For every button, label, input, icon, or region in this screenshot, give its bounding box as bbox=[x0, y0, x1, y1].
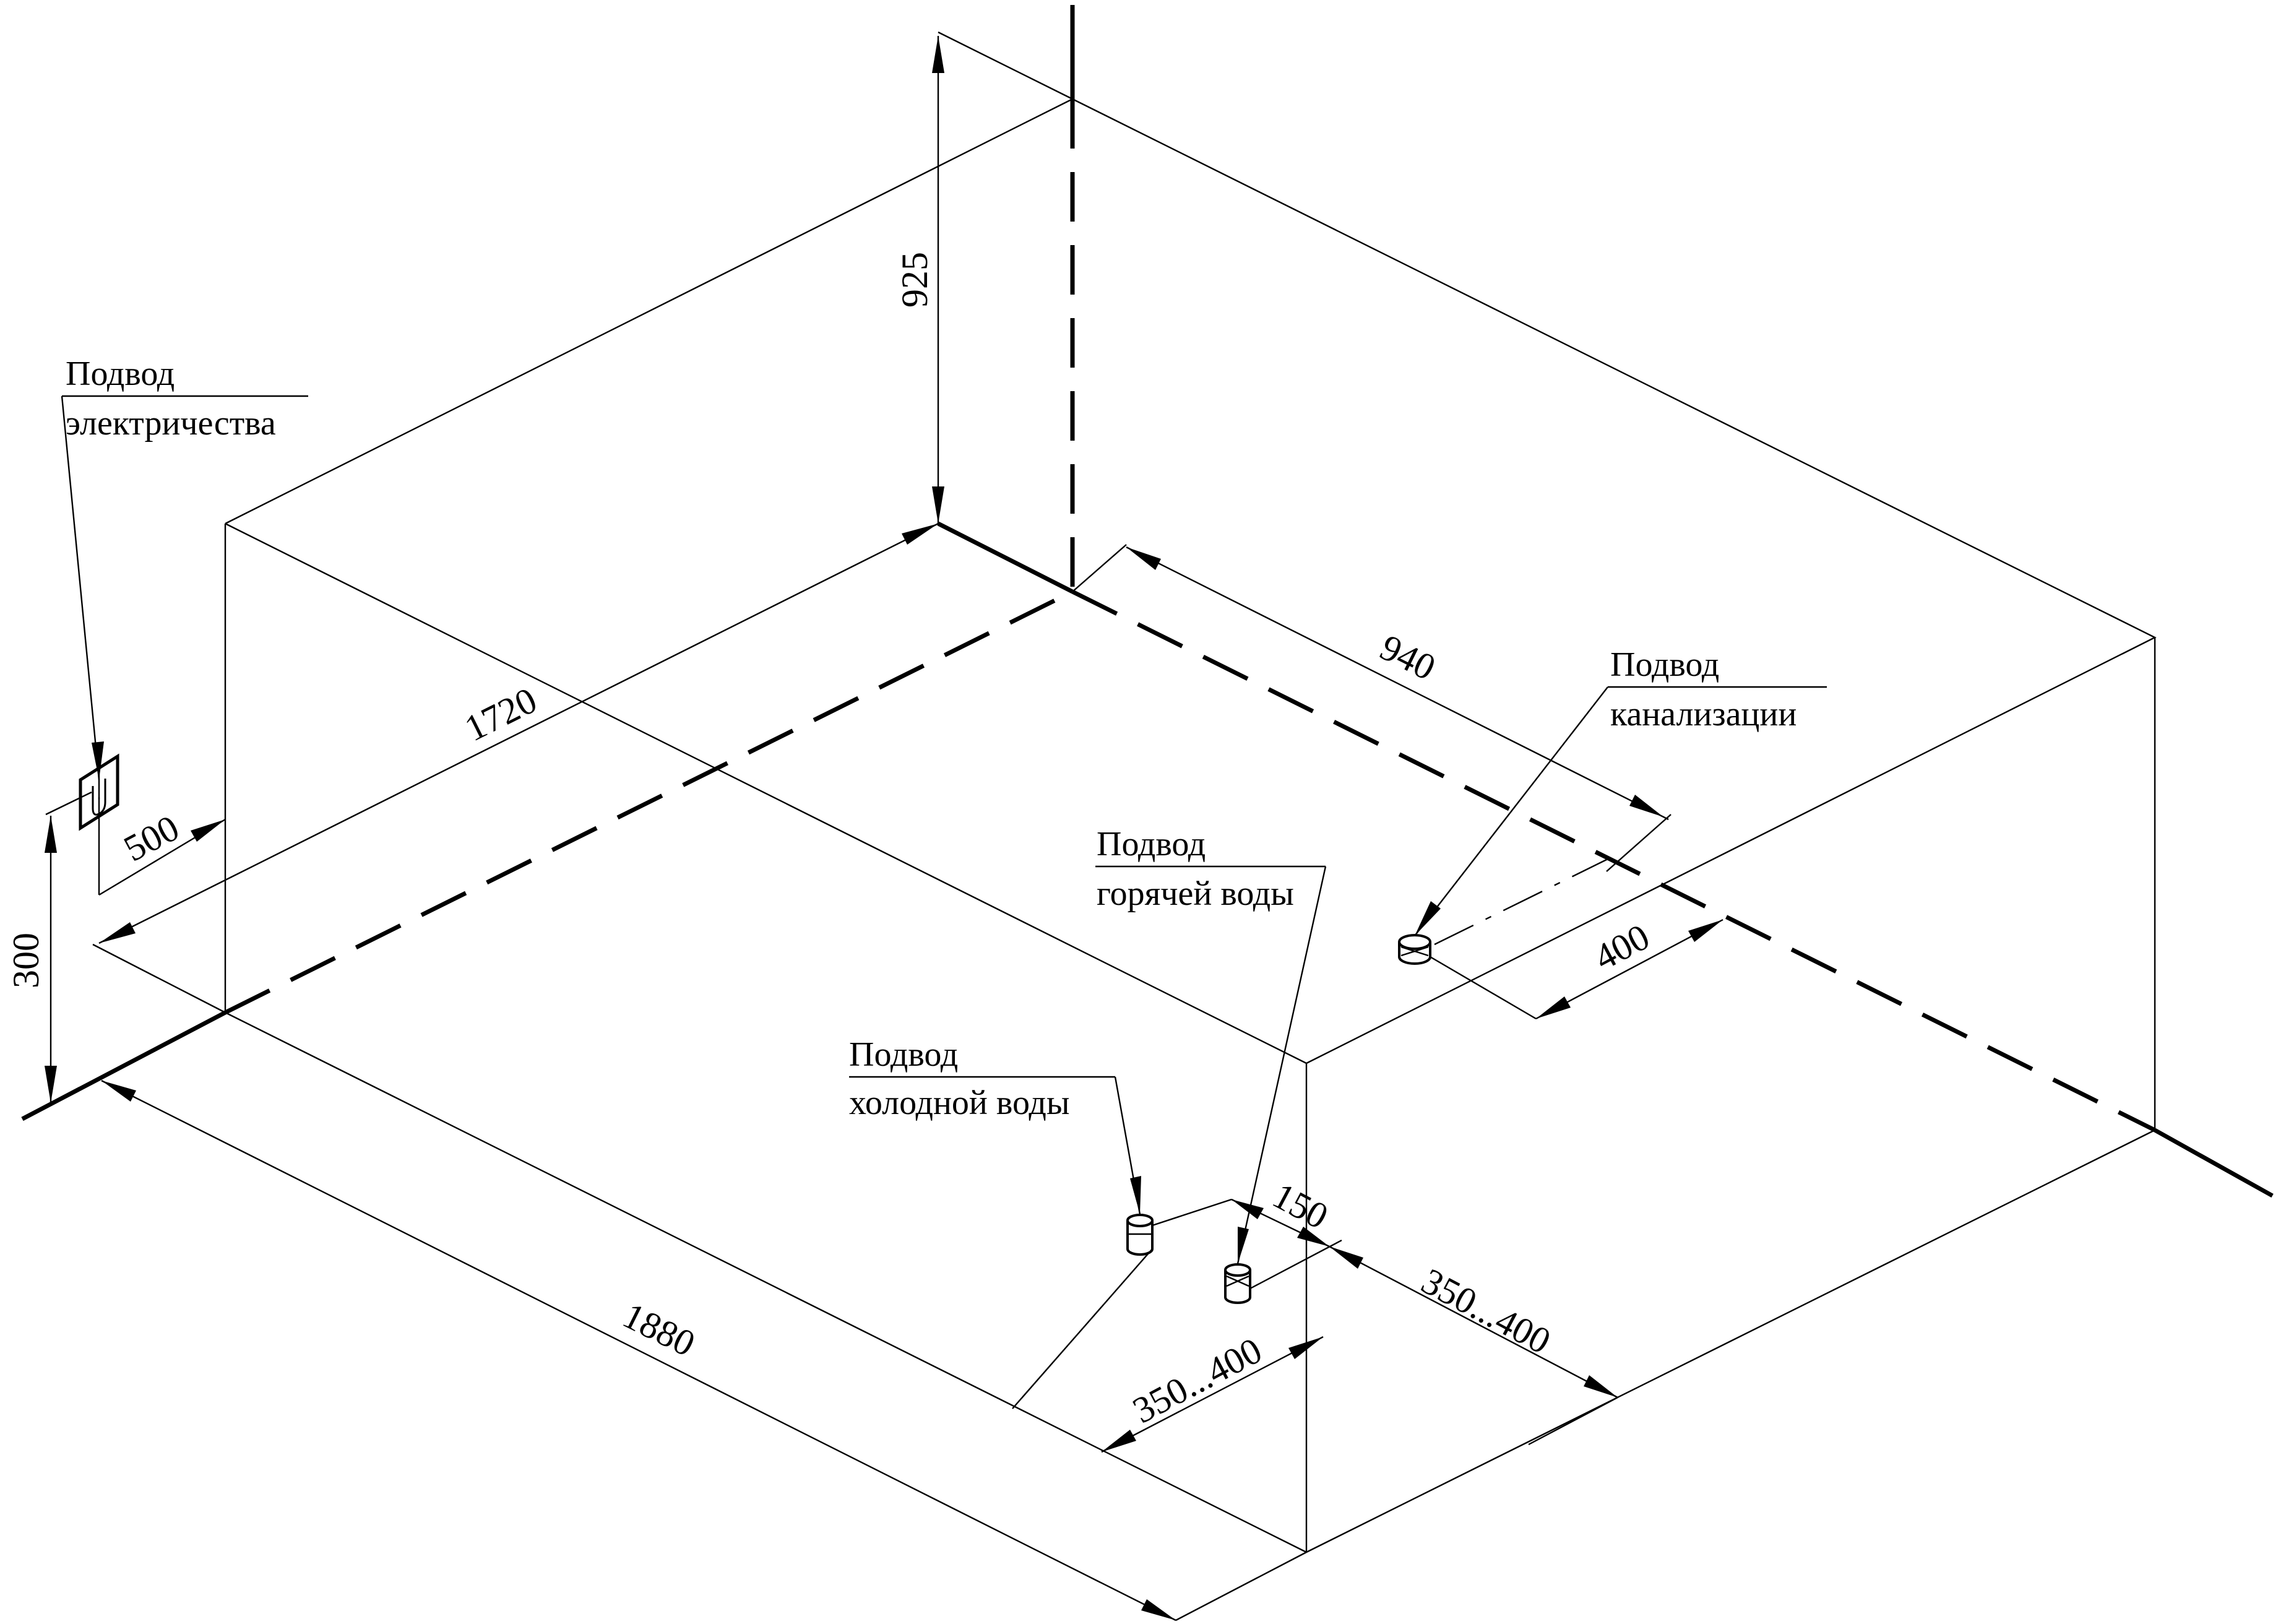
dimension-electric-offset-value: 500 bbox=[117, 807, 185, 870]
dimension-width-left bbox=[98, 522, 939, 944]
electric-label-leader bbox=[61, 395, 308, 780]
dimension-electric-height-value: 300 bbox=[6, 933, 46, 988]
dimension-pipe-spacing-value: 150 bbox=[1266, 1175, 1334, 1237]
dimension-electric-offset bbox=[98, 797, 226, 896]
dimension-depth-value: 940 bbox=[1374, 626, 1442, 688]
cold-water-label-leader bbox=[849, 1076, 1141, 1215]
cold-water-label-line2: холодной воды bbox=[849, 1084, 1069, 1122]
hot-water-label-line2: горячей воды bbox=[1097, 875, 1294, 913]
drain-label-line2: канализации bbox=[1610, 695, 1797, 733]
drain-label-leader bbox=[1414, 686, 1827, 936]
hot-water-label-leader bbox=[1095, 865, 1327, 1264]
dimension-cold-range bbox=[1012, 1248, 1324, 1453]
dimension-electric-height bbox=[45, 816, 57, 1103]
dimension-hot-range-value: 350...400 bbox=[1415, 1260, 1558, 1362]
dimension-width-left-value: 1720 bbox=[459, 680, 543, 749]
cold-water-label-line1: Подвод bbox=[849, 1035, 958, 1074]
hot-water-fitting-icon bbox=[1224, 1263, 1251, 1304]
electric-label-line1: Подвод bbox=[66, 355, 175, 393]
box-bottom-edges bbox=[225, 1011, 2155, 1553]
drain-fitting-icon bbox=[1398, 934, 1431, 965]
cold-water-fitting-icon bbox=[1126, 1214, 1154, 1256]
dimension-pipe-spacing bbox=[1152, 1198, 1330, 1248]
dimension-height-value: 925 bbox=[894, 252, 935, 308]
dimension-length-value: 1880 bbox=[617, 1295, 702, 1365]
hot-water-label-line1: Подвод bbox=[1097, 825, 1206, 863]
dimension-height bbox=[932, 31, 1073, 524]
box-vertical-edges bbox=[224, 524, 2156, 1552]
drain-label-line1: Подвод bbox=[1610, 646, 1719, 684]
box-top-outline bbox=[225, 98, 2157, 1065]
dimension-drain-offset-value: 400 bbox=[1587, 916, 1655, 978]
dimension-cold-range-value: 350...400 bbox=[1126, 1329, 1269, 1431]
dimension-hot-range bbox=[1249, 1239, 1618, 1446]
electric-label-line2: электричества bbox=[66, 404, 276, 443]
electric-outlet-icon bbox=[45, 753, 119, 831]
dimension-drain-offset bbox=[1430, 918, 1724, 1020]
hidden-edges bbox=[224, 99, 2156, 1133]
wall-lines bbox=[21, 5, 2274, 1198]
dimension-depth bbox=[1072, 544, 1672, 872]
dimension-length bbox=[92, 943, 1307, 1622]
drain-centerline bbox=[1434, 858, 1608, 946]
